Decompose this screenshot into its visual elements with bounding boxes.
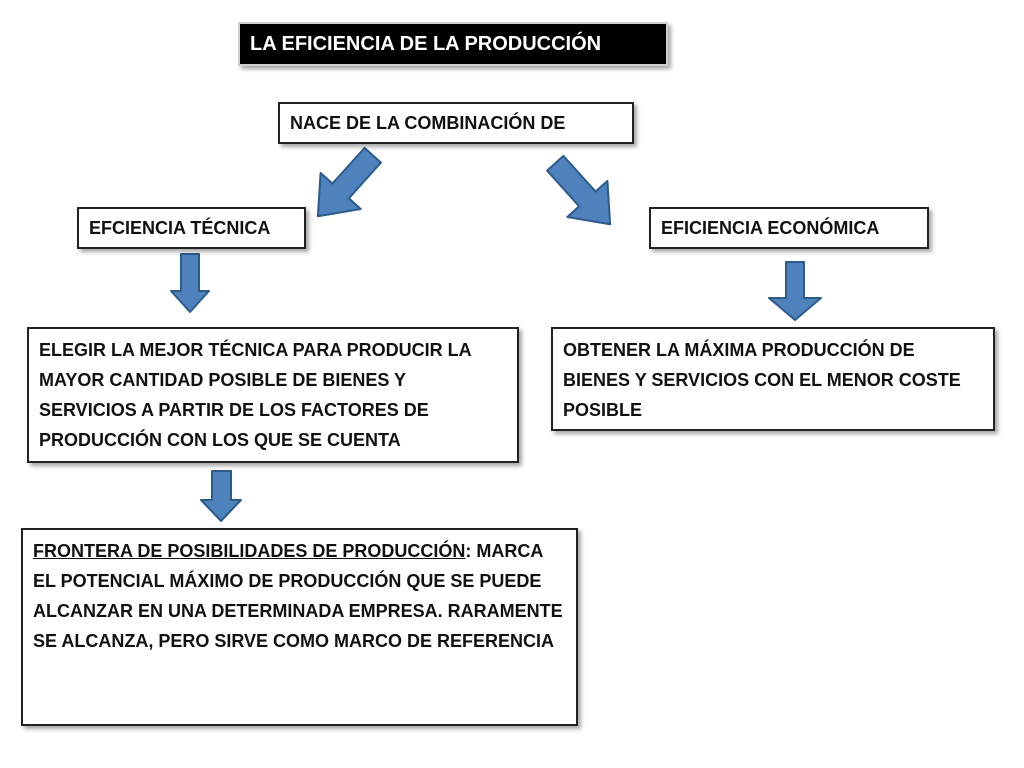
node-eficiencia-tecnica-text: EFCIENCIA TÉCNICA bbox=[89, 217, 271, 238]
node-eficiencia-tecnica: EFCIENCIA TÉCNICA bbox=[77, 207, 306, 249]
arrow-down-tecnica-icon bbox=[170, 253, 210, 313]
root-node-text: NACE DE LA COMBINACIÓN DE bbox=[290, 112, 566, 133]
root-node: NACE DE LA COMBINACIÓN DE bbox=[278, 102, 634, 144]
node-frontera: FRONTERA DE POSIBILIDADES DE PRODUCCIÓN:… bbox=[21, 528, 578, 726]
diagram-title: LA EFICIENCIA DE LA PRODUCCIÓN bbox=[238, 22, 668, 66]
frontera-separator: : bbox=[465, 541, 472, 561]
diagram-title-text: LA EFICIENCIA DE LA PRODUCCIÓN bbox=[250, 32, 602, 55]
frontera-body: MARCA EL POTENCIAL MÁXIMO DE PRODUCCIÓN … bbox=[33, 541, 568, 651]
arrow-to-economica-icon bbox=[546, 154, 612, 226]
arrow-down-frontera-icon bbox=[200, 470, 242, 522]
arrow-to-tecnica-icon bbox=[316, 146, 382, 218]
node-eficiencia-economica: EFICIENCIA ECONÓMICA bbox=[649, 207, 929, 249]
node-tecnica-description-text: ELEGIR LA MEJOR TÉCNICA PARA PRODUCIR LA… bbox=[39, 340, 472, 450]
node-tecnica-description: ELEGIR LA MEJOR TÉCNICA PARA PRODUCIR LA… bbox=[27, 327, 519, 463]
arrow-down-economica-icon bbox=[768, 261, 822, 321]
frontera-heading: FRONTERA DE POSIBILIDADES DE PRODUCCIÓN bbox=[33, 541, 466, 561]
node-eficiencia-economica-text: EFICIENCIA ECONÓMICA bbox=[661, 217, 880, 238]
node-economica-description: OBTENER LA MÁXIMA PRODUCCIÓN DE BIENES Y… bbox=[551, 327, 995, 431]
node-economica-description-text: OBTENER LA MÁXIMA PRODUCCIÓN DE BIENES Y… bbox=[563, 340, 961, 420]
